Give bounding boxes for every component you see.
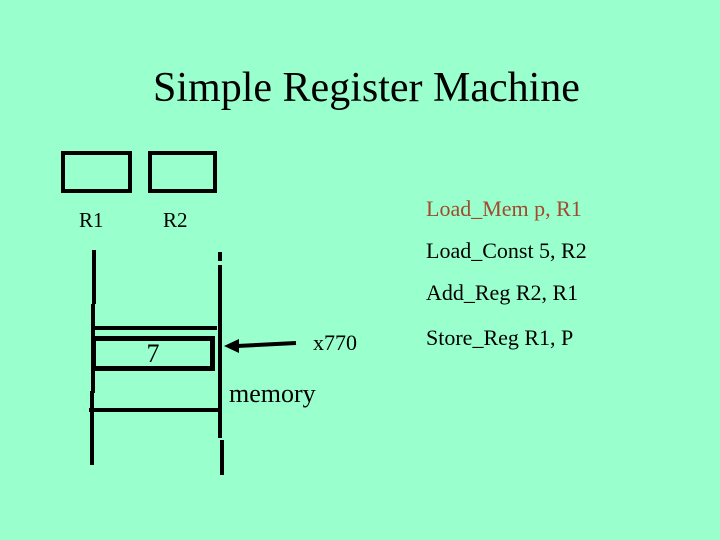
left-arrow-icon — [224, 339, 297, 353]
instruction-load-const: Load_Const 5, R2 — [426, 238, 587, 263]
memory-cell-divider-line — [93, 326, 217, 330]
memory-label: memory — [229, 379, 316, 408]
register-r2-box — [148, 151, 217, 193]
instruction-store-reg: Store_Reg R1, P — [426, 325, 574, 350]
memory-cell-divider-line — [89, 408, 219, 412]
instruction-load-mem: Load_Mem p, R1 — [426, 196, 582, 221]
memory-right-wall-line — [218, 265, 222, 438]
memory-cell-box: 7 — [91, 336, 215, 371]
register-r1-box — [61, 151, 132, 193]
slide-title: Simple Register Machine — [153, 65, 580, 111]
memory-left-wall-line — [90, 391, 94, 465]
register-r1-label: R1 — [79, 208, 104, 232]
memory-right-wall-line — [218, 252, 222, 261]
memory-right-wall-line — [220, 440, 224, 475]
memory-left-wall-line — [92, 250, 96, 304]
register-r2-label: R2 — [163, 208, 188, 232]
memory-cell-value: 7 — [146, 338, 160, 368]
memory-address-label: x770 — [313, 330, 357, 355]
instruction-add-reg: Add_Reg R2, R1 — [426, 280, 579, 305]
